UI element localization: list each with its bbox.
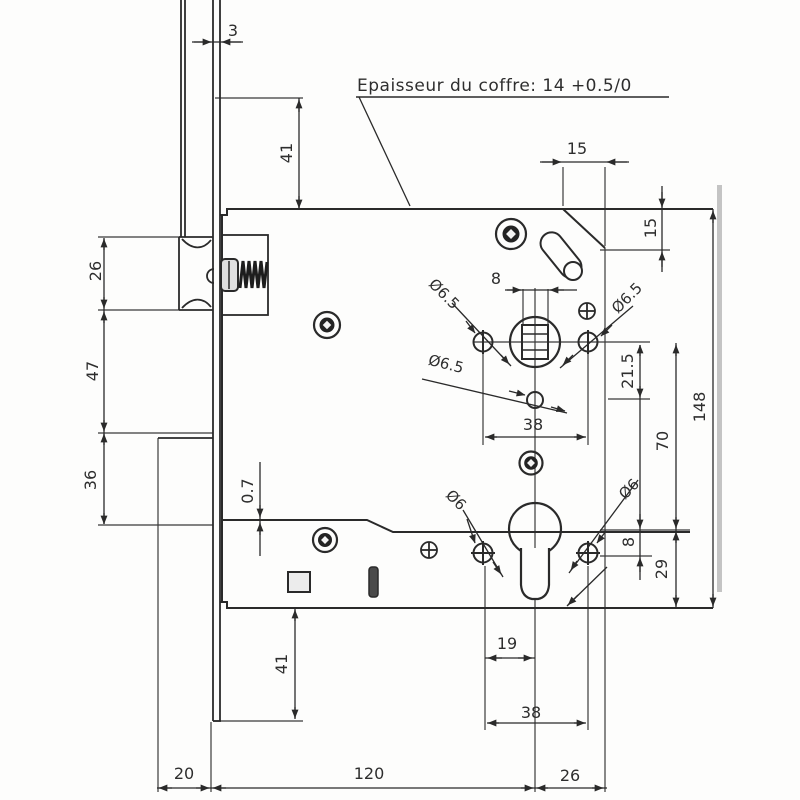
dim-cyl-to-bottom: 29	[652, 559, 671, 579]
lever-pin	[539, 231, 583, 281]
screw-post-icon	[576, 541, 600, 565]
dim-body-height: 148	[690, 392, 709, 423]
dim-bolt-throw: 20	[174, 764, 194, 783]
cross-hole-icon	[578, 302, 596, 320]
dim-backset: 120	[354, 764, 385, 783]
dim-latch-height: 26	[86, 261, 105, 281]
euro-cylinder-hole	[507, 501, 563, 601]
body-top-edge	[220, 208, 713, 216]
fixing-screw-block	[220, 234, 269, 316]
center-hole	[526, 391, 544, 409]
dim-chamfer-w: 15	[567, 139, 587, 158]
dim-posts-mid: 38	[523, 415, 543, 434]
narrow-slot	[368, 566, 379, 598]
screw-head-icon	[312, 310, 342, 340]
dim-step: 0.7	[238, 478, 257, 503]
body-bottom-edge	[220, 601, 713, 609]
dim-hole-to-cyl: 19	[497, 634, 517, 653]
note: Epaisseur du coffre: 14 +0.5/0	[356, 76, 669, 98]
lock-body-outline	[220, 208, 713, 609]
note-text: Epaisseur du coffre: 14 +0.5/0	[357, 76, 632, 96]
screw-post-icon	[471, 541, 495, 565]
dim-deadbolt-height: 36	[81, 470, 100, 490]
scan-band	[717, 185, 722, 592]
screw-post-icon	[577, 330, 599, 354]
extension-lines	[98, 97, 690, 792]
dia-center: Ø6.5	[427, 351, 466, 377]
dim-follower-sq: 8	[491, 269, 501, 288]
dim-latch-to-deadbolt: 47	[83, 361, 102, 381]
dim-post-to-hole: 21.5	[618, 353, 637, 389]
dim-cyl-to-post: 8	[619, 537, 638, 547]
dim-post-to-cyl: 70	[653, 431, 672, 451]
screw-head-icon	[494, 217, 528, 251]
dim-top-overhang: 41	[277, 143, 296, 163]
faceplate	[180, 0, 221, 722]
screw-post-icon	[472, 330, 494, 354]
dia-lower-left: Ø6	[442, 486, 470, 514]
body-slots	[287, 566, 379, 598]
screw-head-icon	[311, 526, 339, 554]
dim-posts-bottom: 38	[521, 703, 541, 722]
screw-posts	[471, 330, 600, 565]
dim-top-gap: 3	[228, 21, 238, 40]
dimension-arrows	[100, 38, 717, 792]
screw-heads	[311, 217, 544, 554]
dim-chamfer-h: 15	[641, 218, 660, 238]
screw-head-icon	[518, 450, 544, 476]
dim-bottom-overhang: 41	[272, 654, 291, 674]
latch-spring-pin	[206, 268, 215, 284]
dim-cyl-to-ref: 26	[560, 766, 580, 785]
small-holes	[420, 302, 596, 559]
dia-lower-right: Ø6	[615, 475, 643, 503]
note-leader-line	[358, 96, 411, 207]
screw-thread	[238, 260, 269, 289]
diameter-leaders	[358, 96, 639, 607]
dimension-labels: 3 15 8 41 26 47 36 0.7 41 15 21.5 70 148…	[81, 21, 709, 785]
dimension-lines	[103, 41, 714, 789]
inner-plate-edge	[222, 519, 690, 533]
latch-bolt	[178, 236, 215, 311]
dia-upper-left: Ø6.5	[425, 275, 463, 313]
corner-chamfer	[562, 208, 606, 249]
cross-hole-icon	[420, 541, 438, 559]
spindle-follower	[508, 315, 562, 369]
square-hole	[287, 571, 311, 593]
